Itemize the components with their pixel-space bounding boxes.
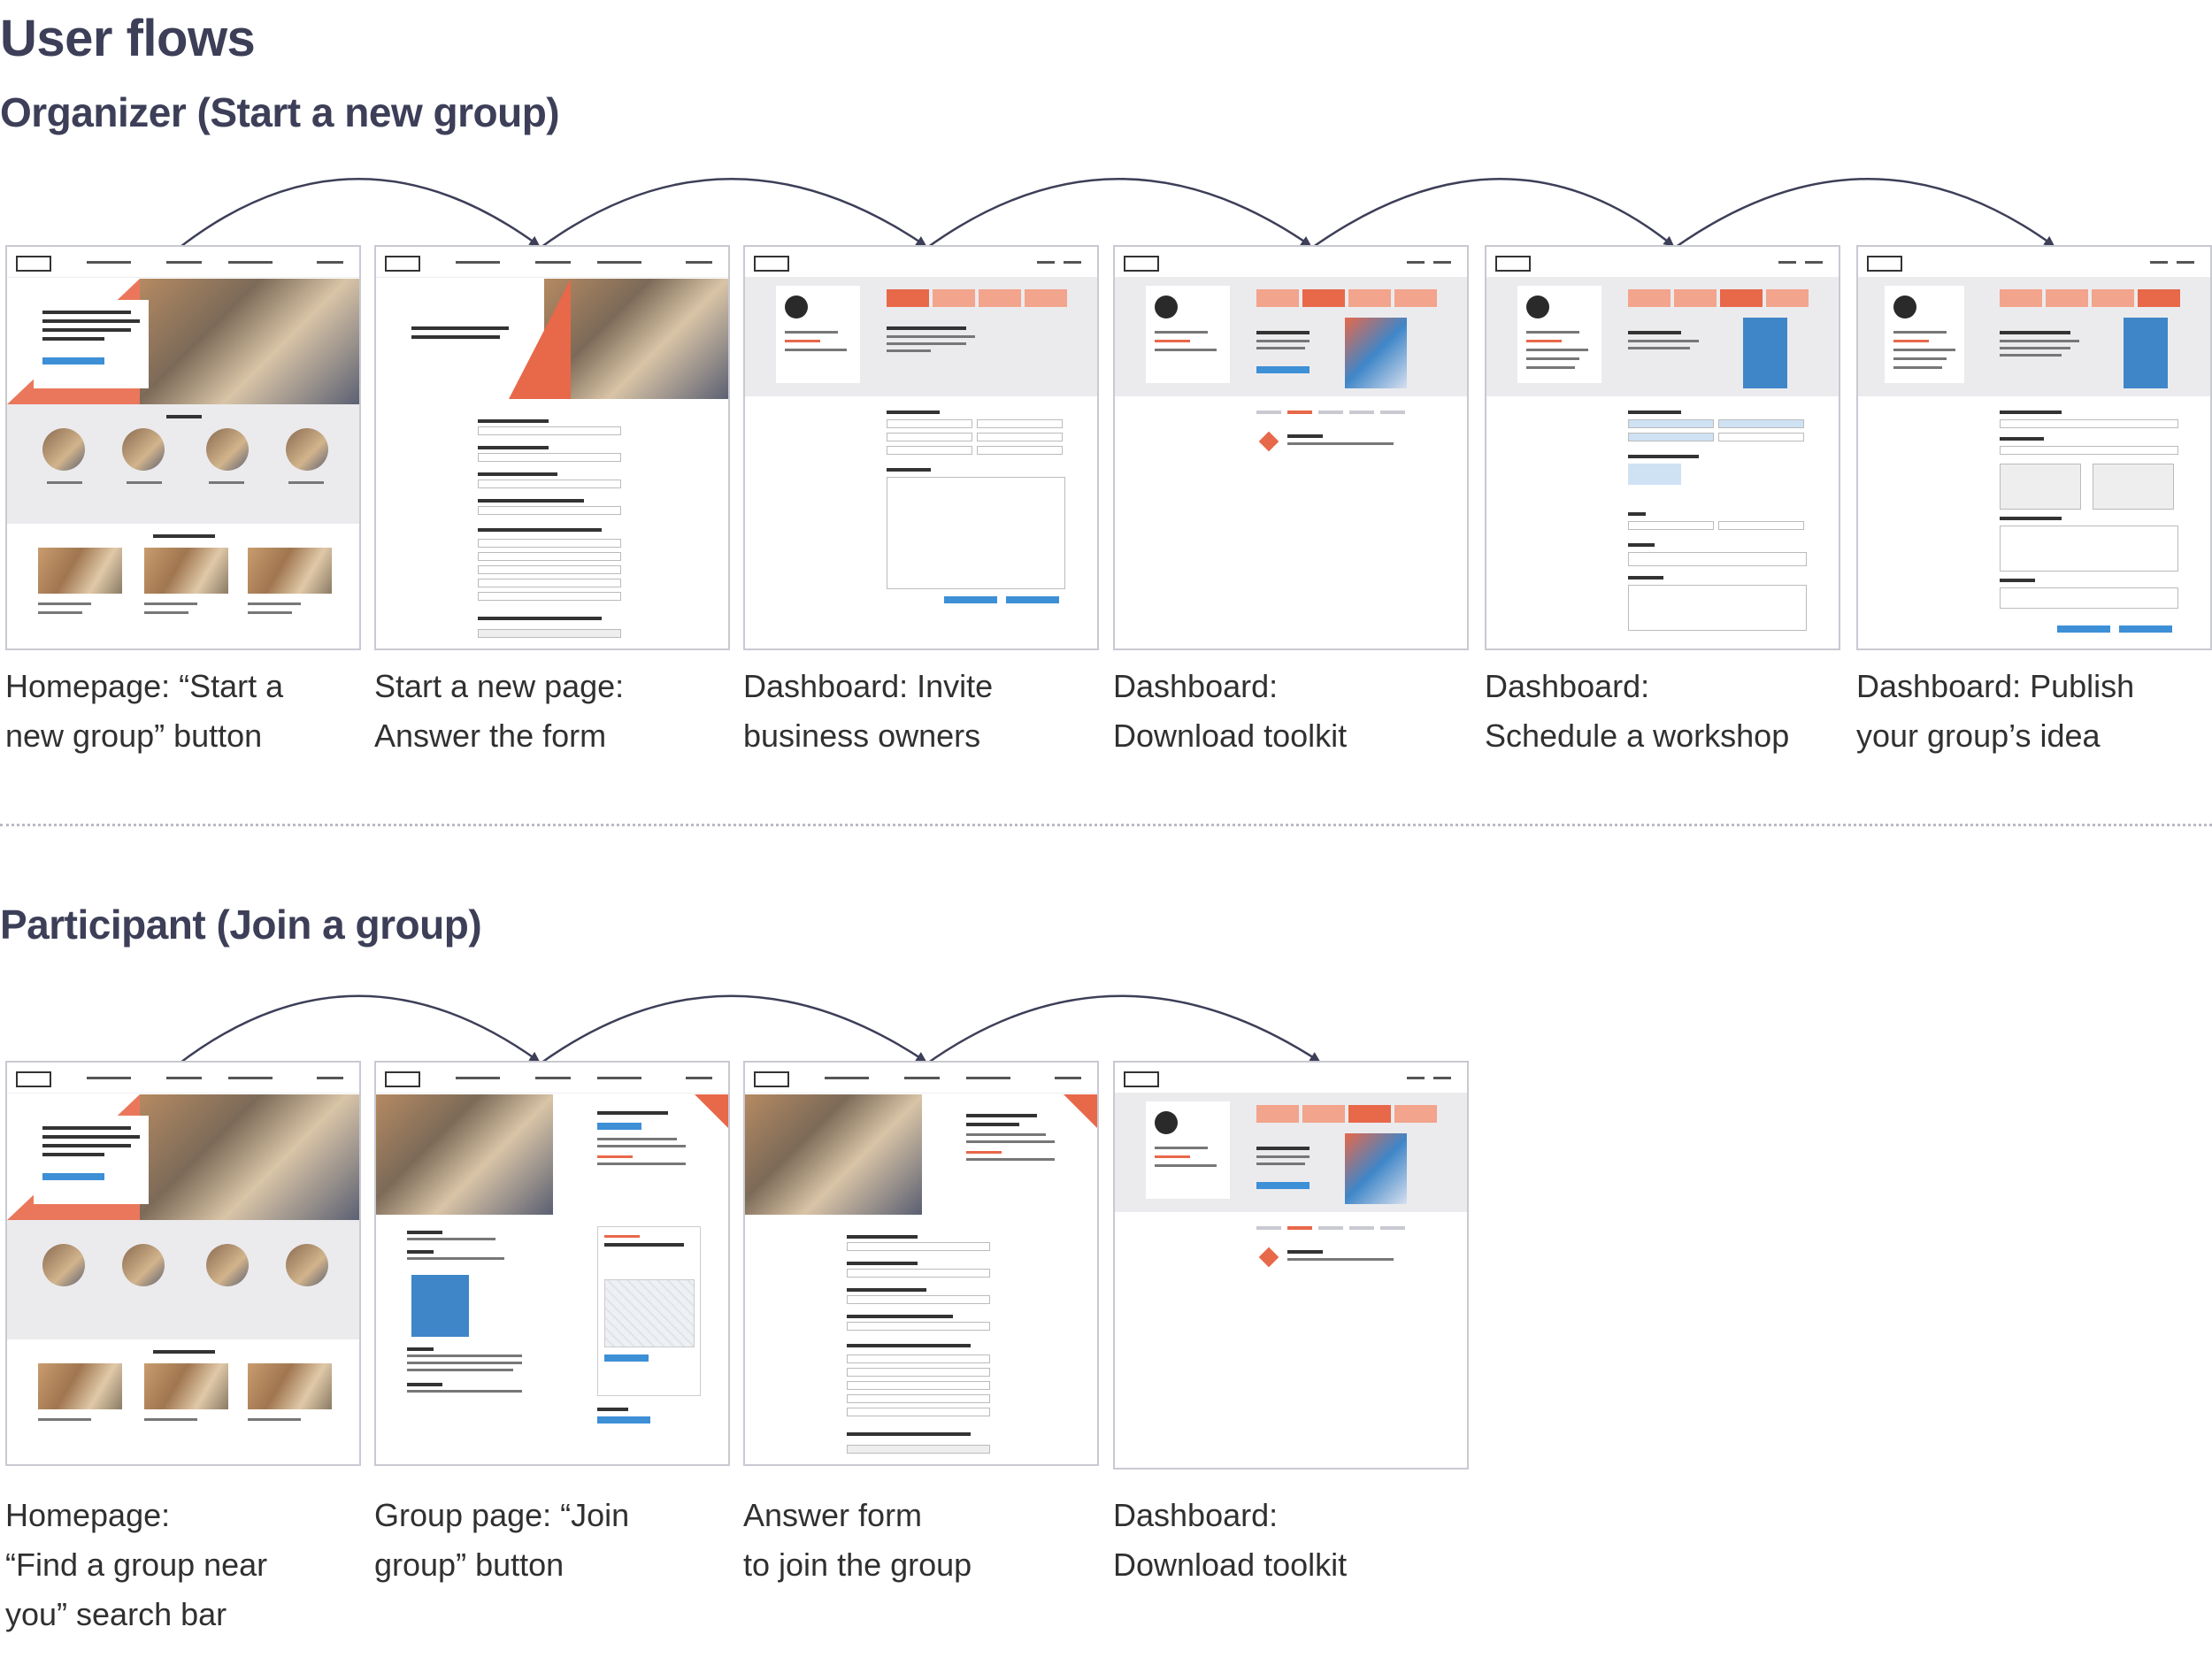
caption-organizer-5: Dashboard:Schedule a workshop: [1485, 668, 1790, 754]
screen-participant-dashboard-toolkit[interactable]: [1113, 1061, 1469, 1470]
hero-photo: [140, 279, 359, 404]
page-title: User flows: [0, 10, 256, 67]
section-divider: [0, 824, 2212, 826]
arrow-organizer-4: [1309, 178, 1675, 251]
screen-dashboard-invite[interactable]: [743, 245, 1099, 650]
arrow-organizer-5: [1671, 178, 2055, 251]
arrow-organizer-3: [924, 178, 1312, 251]
caption-participant-4: Dashboard:Download toolkit: [1113, 1497, 1348, 1583]
caption-organizer-2: Start a new page:Answer the form: [374, 668, 625, 754]
mini-logo: [16, 256, 51, 272]
join-group-button[interactable]: [597, 1123, 641, 1130]
arrow-organizer-1: [176, 178, 541, 250]
participant-heading: Participant (Join a group): [0, 902, 482, 948]
arrow-organizer-2: [537, 178, 927, 251]
organizer-heading: Organizer (Start a new group): [0, 89, 560, 135]
screen-start-new-group-form[interactable]: [374, 245, 730, 650]
screen-participant-homepage[interactable]: [5, 1061, 361, 1466]
screen-join-form[interactable]: [743, 1061, 1099, 1466]
arrow-participant-3: [924, 994, 1321, 1067]
start-group-button[interactable]: [42, 357, 104, 365]
screen-dashboard-workshop[interactable]: [1485, 245, 1840, 650]
screen-group-page[interactable]: [374, 1061, 730, 1466]
screen-homepage[interactable]: [5, 245, 361, 650]
arrow-participant-2: [537, 994, 927, 1067]
caption-organizer-4: Dashboard:Download toolkit: [1113, 668, 1348, 754]
form-field[interactable]: [478, 426, 621, 435]
screen-dashboard-toolkit[interactable]: [1113, 245, 1469, 650]
mini-navbar: [7, 247, 359, 278]
screen-dashboard-publish[interactable]: [1856, 245, 2212, 650]
arrow-participant-1: [176, 994, 541, 1066]
